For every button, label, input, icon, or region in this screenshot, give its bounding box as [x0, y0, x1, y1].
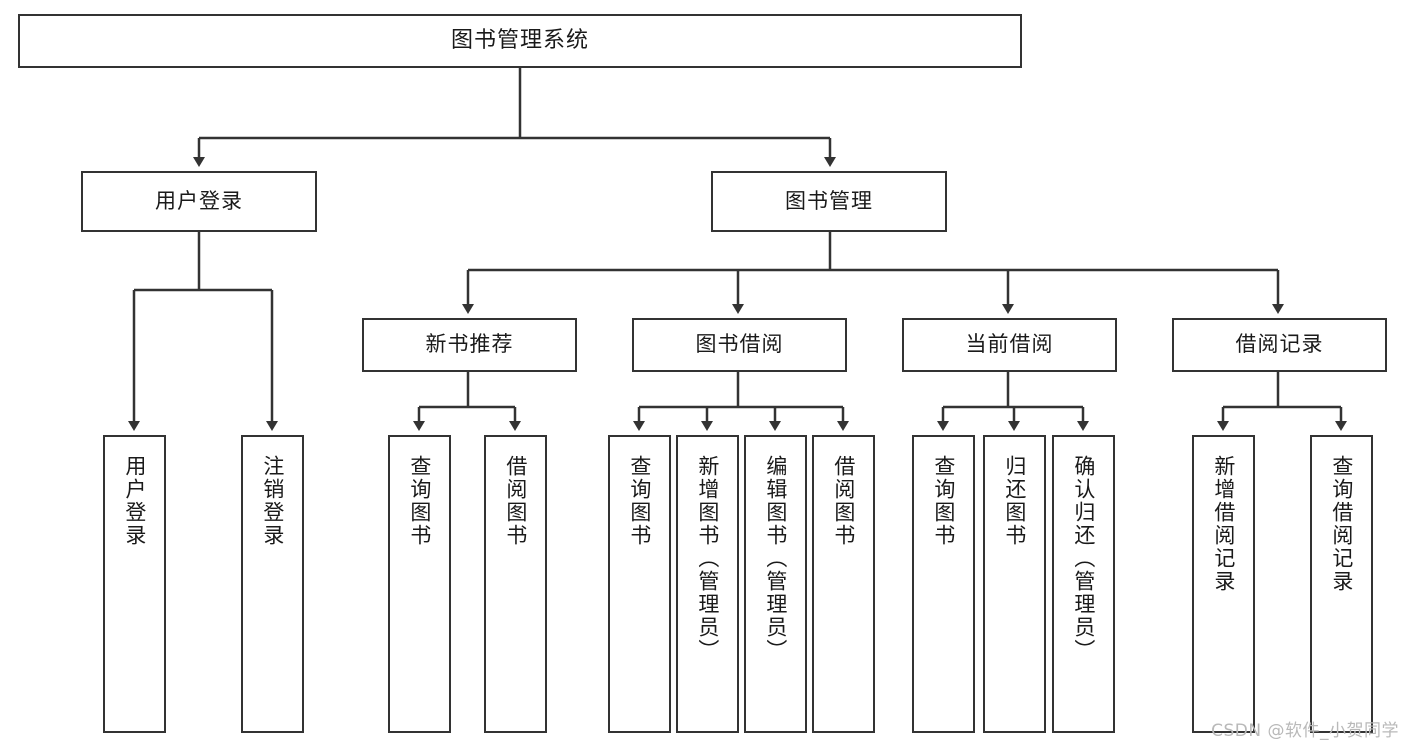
watermark: CSDN @软件_小贺同学: [1211, 721, 1399, 741]
node-confirm-return[interactable]: 确认归还（管理员）: [1052, 435, 1115, 733]
node-user-login-do[interactable]: 用户登录: [103, 435, 166, 733]
node-borrow-records[interactable]: 借阅记录: [1172, 318, 1387, 372]
node-borrow-book-1[interactable]: 借阅图书: [484, 435, 547, 733]
node-edit-book-label: 编辑图书（管理员）: [763, 455, 788, 662]
node-borrow-book-2-label: 借阅图书: [831, 455, 856, 547]
node-confirm-return-label: 确认归还（管理员）: [1071, 455, 1096, 662]
node-user-logout[interactable]: 注销登录: [241, 435, 304, 733]
node-query-book-1-label: 查询图书: [407, 455, 432, 547]
node-return-book-label: 归还图书: [1002, 455, 1027, 547]
node-add-book-label: 新增图书（管理员）: [695, 455, 720, 662]
node-borrow-records-label: 借阅记录: [1235, 332, 1324, 357]
node-add-borrow-record-label: 新增借阅记录: [1211, 455, 1236, 593]
node-user-login-label: 用户登录: [155, 188, 243, 213]
node-current-borrow[interactable]: 当前借阅: [902, 318, 1117, 372]
node-book-management-label: 图书管理: [785, 188, 873, 213]
node-root[interactable]: 图书管理系统: [18, 14, 1022, 68]
node-edit-book[interactable]: 编辑图书（管理员）: [744, 435, 807, 733]
node-borrow-book-2[interactable]: 借阅图书: [812, 435, 875, 733]
node-query-book-3-label: 查询图书: [931, 455, 956, 547]
node-add-borrow-record[interactable]: 新增借阅记录: [1192, 435, 1255, 733]
node-add-book[interactable]: 新增图书（管理员）: [676, 435, 739, 733]
node-borrow-book-1-label: 借阅图书: [503, 455, 528, 547]
node-book-management[interactable]: 图书管理: [711, 171, 947, 232]
node-book-borrow-label: 图书借阅: [695, 332, 784, 357]
node-query-book-2[interactable]: 查询图书: [608, 435, 671, 733]
node-return-book[interactable]: 归还图书: [983, 435, 1046, 733]
node-query-book-1[interactable]: 查询图书: [388, 435, 451, 733]
node-new-book-recommend[interactable]: 新书推荐: [362, 318, 577, 372]
node-query-book-2-label: 查询图书: [627, 455, 652, 547]
node-query-borrow-record-label: 查询借阅记录: [1329, 455, 1354, 593]
node-new-book-recommend-label: 新书推荐: [425, 332, 514, 357]
node-query-borrow-record[interactable]: 查询借阅记录: [1310, 435, 1373, 733]
node-user-login[interactable]: 用户登录: [81, 171, 317, 232]
node-root-label: 图书管理系统: [450, 27, 589, 53]
node-book-borrow[interactable]: 图书借阅: [632, 318, 847, 372]
node-current-borrow-label: 当前借阅: [965, 332, 1054, 357]
node-user-logout-label: 注销登录: [260, 455, 285, 547]
node-query-book-3[interactable]: 查询图书: [912, 435, 975, 733]
node-user-login-do-label: 用户登录: [122, 455, 147, 547]
